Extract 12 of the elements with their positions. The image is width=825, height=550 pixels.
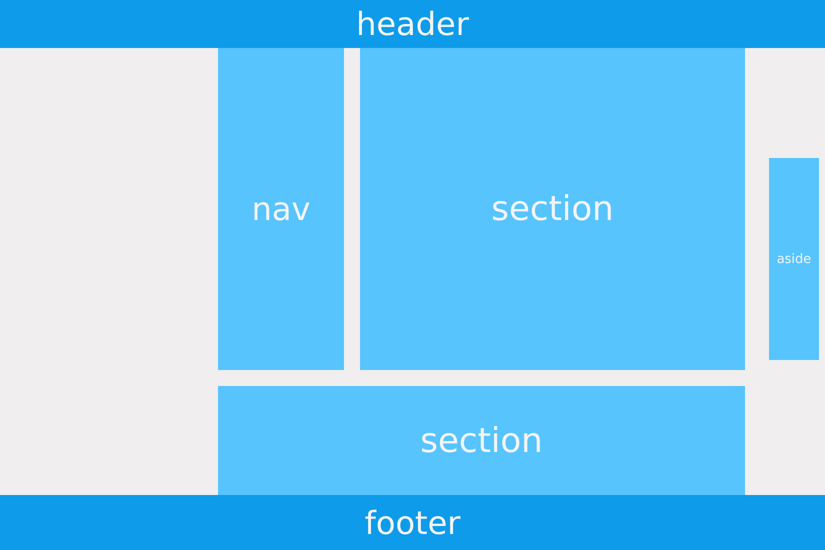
nav-panel xyxy=(218,48,344,370)
header-bar xyxy=(0,0,825,48)
panel-label: header xyxy=(356,5,469,43)
section-panel xyxy=(360,48,745,370)
panel-label: section xyxy=(420,420,543,460)
section-panel xyxy=(218,386,745,495)
aside-panel xyxy=(769,158,819,360)
panel-label: aside xyxy=(776,252,812,266)
panel-label: footer xyxy=(364,504,460,542)
footer-bar xyxy=(0,495,825,550)
panel-label: section xyxy=(491,189,614,229)
panel-label: nav xyxy=(252,190,310,228)
